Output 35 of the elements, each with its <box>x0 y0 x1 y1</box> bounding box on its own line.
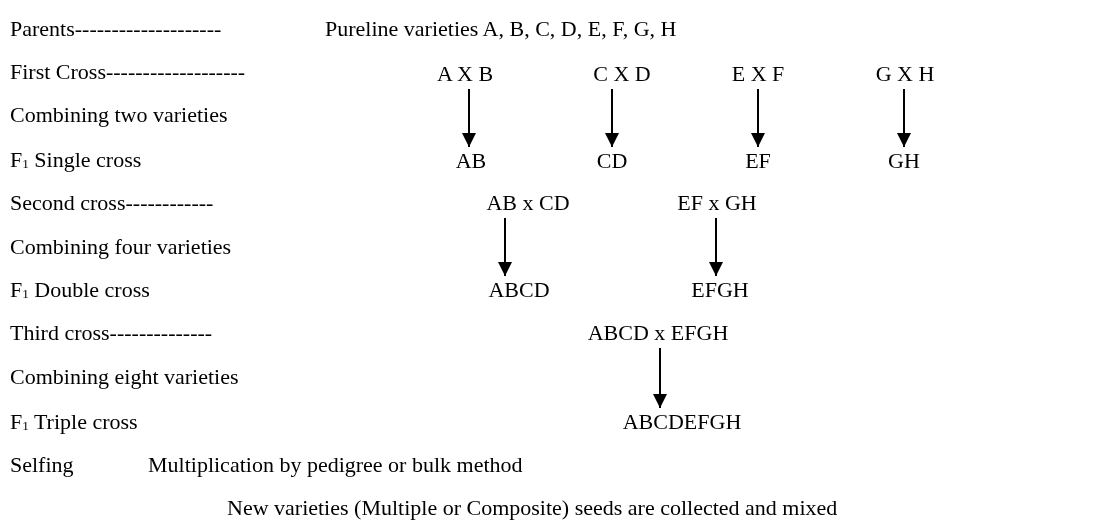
cross-text: E X F <box>731 63 785 85</box>
cross-text: A X B <box>436 63 494 85</box>
cross-text: GH <box>888 150 920 172</box>
cross-text: EF <box>745 150 771 172</box>
cross-text: AB x CD <box>486 192 570 214</box>
cross-text: C X D <box>593 63 651 85</box>
cross-text: ABCD x EFGH <box>587 322 729 344</box>
label-text: New varieties (Multiple or Composite) seeds are collected and mixed <box>227 495 838 521</box>
cross-text: EFGH <box>691 279 749 301</box>
label-text: Combining four varieties <box>10 234 232 260</box>
arrow <box>462 88 476 148</box>
cross-text: EF x GH <box>677 192 757 214</box>
arrow <box>653 347 667 409</box>
label-text: F$_{1}$ Double cross <box>10 277 150 303</box>
arrow <box>709 217 723 277</box>
cross-text: AB <box>455 150 487 172</box>
label-text: Parents-------------------- <box>10 16 222 42</box>
cross-text: ABCD <box>488 279 550 301</box>
label-text: Pureline varieties A, B, C, D, E, F, G, H <box>325 16 677 42</box>
label-text: Third cross-------------- <box>10 320 213 346</box>
label-text: F$_{1}$ Triple cross <box>10 409 138 435</box>
cross-text: ABCDEFGH <box>622 411 742 433</box>
cross-text: CD <box>596 150 628 172</box>
label-text: Second cross------------ <box>10 190 214 216</box>
label-text: Combining eight varieties <box>10 364 239 390</box>
cross-text: G X H <box>875 63 935 85</box>
label-text: Combining two varieties <box>10 102 228 128</box>
label-text: Selfing <box>10 452 74 478</box>
arrow <box>498 217 512 277</box>
arrow <box>605 88 619 148</box>
label-text: First Cross------------------- <box>10 59 246 85</box>
label-text: Multiplication by pedigree or bulk method <box>148 452 523 478</box>
arrow <box>751 88 765 148</box>
label-text: F$_{1}$ Single cross <box>10 147 142 173</box>
arrow <box>897 88 911 148</box>
